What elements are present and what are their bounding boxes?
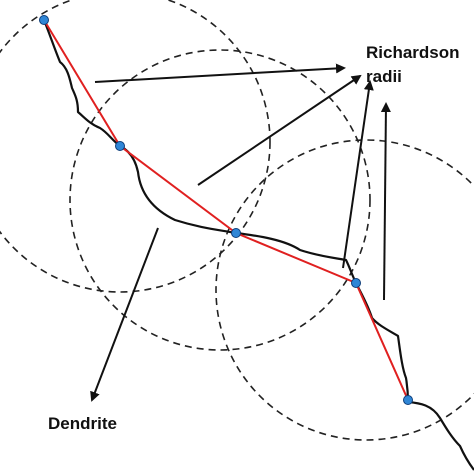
richardson-chord-line: [43, 19, 409, 401]
arrow-to-label-2: [197, 74, 362, 186]
dendrite-label: Dendrite: [48, 414, 117, 433]
node-4: [351, 278, 361, 288]
richardson-radii-label-line2: radii: [366, 67, 402, 86]
arrow-to-label-4: [380, 102, 391, 301]
richardson-radii-label-line1: Richardson: [366, 43, 460, 62]
richardson-circle-3: [215, 139, 474, 441]
richardson-circle-1: [0, 0, 271, 293]
node-2: [115, 141, 125, 151]
node-3: [231, 228, 241, 238]
arrow-to-label-3: [342, 80, 374, 269]
arrow-to-label-1: [94, 63, 346, 83]
node-1: [39, 15, 49, 25]
node-5: [403, 395, 413, 405]
arrow-to-dendrite-label: [90, 227, 159, 402]
richardson-circle-2: [69, 49, 371, 351]
